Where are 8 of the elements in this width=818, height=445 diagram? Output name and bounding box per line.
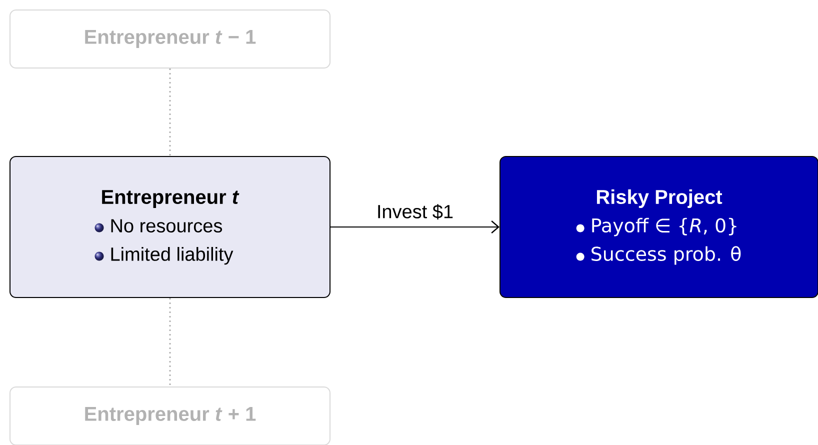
process-box: Entrepreneur t No resources Limited liability	[10, 156, 330, 298]
edge-label: Invest $1	[378, 204, 453, 220]
connector-line	[169, 298, 171, 386]
arrow	[330, 220, 500, 234]
ghost-box: Entrepreneur t − 1	[10, 10, 330, 68]
ghost-box: Entrepreneur t + 1	[10, 386, 330, 445]
connector-line	[169, 68, 171, 156]
process-box: Risky Project Payoff ∈ {R, 0} Success prob. θ	[500, 156, 818, 298]
